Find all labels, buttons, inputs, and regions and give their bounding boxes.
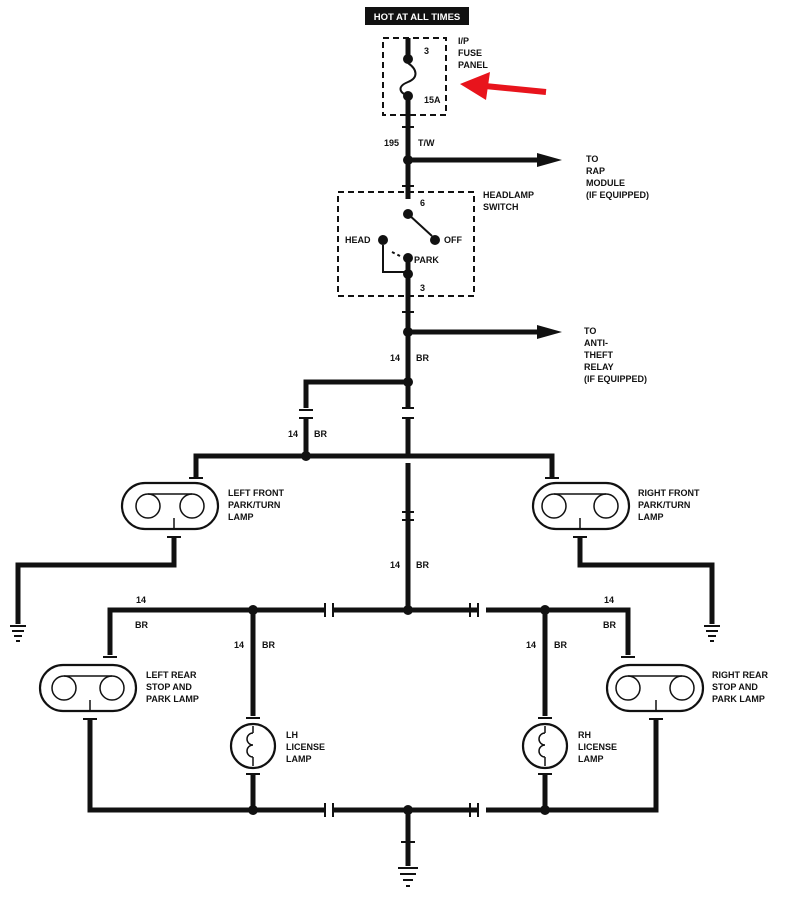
rh-feed-gauge: 14	[526, 640, 536, 650]
rh-license-lamp-body	[521, 722, 569, 770]
fuse-terminal-top	[403, 54, 413, 64]
ground-icon	[10, 625, 26, 642]
switch-label-1: HEADLAMP	[483, 190, 534, 200]
rap-label-2: RAP	[586, 166, 605, 176]
right-front-label-3: LAMP	[638, 512, 664, 522]
right-front-label-2: PARK/TURN	[638, 500, 690, 510]
left-rear-label-3: PARK LAMP	[146, 694, 199, 704]
switch-label-2: SWITCH	[483, 202, 519, 212]
rear-right-gauge: 14	[604, 595, 614, 605]
ground-bus-left	[87, 719, 325, 813]
switch-off-label: OFF	[444, 235, 462, 245]
rap-label-3: MODULE	[586, 178, 625, 188]
rh-ground-splice	[540, 805, 550, 815]
antitheft-label-2: ANTI-	[584, 338, 608, 348]
fuse-rating-label: 15A	[424, 95, 441, 105]
antitheft-label-4: RELAY	[584, 362, 614, 372]
ground-bus-right	[486, 719, 659, 813]
right-front-lamp-body	[531, 481, 631, 531]
left-front-ground-wire	[15, 537, 177, 624]
right-front-label-1: RIGHT FRONT	[638, 488, 700, 498]
switch-terminal-off	[430, 235, 440, 245]
left-front-label-1: LEFT FRONT	[228, 488, 284, 498]
right-rear-lamp: RIGHT REAR STOP AND PARK LAMP	[605, 663, 769, 713]
red-pointer-arrow	[460, 72, 547, 100]
switch-blade	[407, 213, 433, 237]
right-rear-label-3: PARK LAMP	[712, 694, 765, 704]
lh-ground-splice	[248, 805, 258, 815]
front-branch-wire	[303, 379, 408, 408]
left-rear-lamp-body	[38, 663, 138, 713]
switch-pin-3: 3	[420, 283, 425, 293]
antitheft-arrow	[537, 325, 562, 339]
lh-feed-color: BR	[262, 640, 275, 650]
lh-license-label-3: LAMP	[286, 754, 312, 764]
fuse-element	[399, 62, 417, 97]
rear-left-color: BR	[135, 620, 148, 630]
ground-icon	[398, 867, 418, 887]
trunk-gauge-2: 14	[390, 560, 400, 570]
trunk-color-2: BR	[416, 560, 429, 570]
switch-park-label: PARK	[414, 255, 439, 265]
switch-head-label: HEAD	[345, 235, 371, 245]
front-lamp-bus	[193, 453, 555, 478]
lh-license-label-1: LH	[286, 730, 298, 740]
lh-license-lamp: LH LICENSE LAMP	[229, 722, 325, 770]
rh-license-label-1: RH	[578, 730, 591, 740]
lh-license-label-2: LICENSE	[286, 742, 325, 752]
left-rear-lamp: LEFT REAR STOP AND PARK LAMP	[38, 663, 199, 713]
rear-right-color: BR	[603, 620, 616, 630]
right-rear-lamp-body	[605, 663, 705, 713]
feed-wire-color: T/W	[418, 138, 435, 148]
hot-at-all-times-label: HOT AT ALL TIMES	[374, 12, 461, 23]
left-front-label-3: LAMP	[228, 512, 254, 522]
left-rear-label-2: STOP AND	[146, 682, 192, 692]
right-front-ground-wire	[577, 537, 715, 624]
fuse-panel-label-3: PANEL	[458, 60, 488, 70]
fuse-panel-label-1: I/P	[458, 36, 469, 46]
antitheft-label-3: THEFT	[584, 350, 613, 360]
rap-label-4: (IF EQUIPPED)	[586, 190, 649, 200]
rh-license-lamp: RH LICENSE LAMP	[521, 722, 617, 770]
rh-license-label-2: LICENSE	[578, 742, 617, 752]
lh-license-lamp-body	[229, 722, 277, 770]
front-branch-gauge: 14	[288, 429, 298, 439]
left-front-lamp: LEFT FRONT PARK/TURN LAMP	[120, 481, 284, 531]
trunk-gauge-1: 14	[390, 353, 400, 363]
switch-terminal-head	[378, 235, 388, 245]
feed-wire-gauge: 195	[384, 138, 399, 148]
hot-at-all-times-box	[365, 7, 469, 25]
rap-label-1: TO	[586, 154, 598, 164]
rear-bus-left	[107, 607, 325, 655]
front-branch-color: BR	[314, 429, 327, 439]
trunk-color-1: BR	[416, 353, 429, 363]
rh-feed-color: BR	[554, 640, 567, 650]
headlamp-switch: 6 3 HEAD OFF PARK HEADLAMP SWITCH	[337, 190, 534, 297]
lh-feed-gauge: 14	[234, 640, 244, 650]
rear-left-gauge: 14	[136, 595, 146, 605]
rear-bus-right	[486, 607, 631, 655]
left-rear-label-1: LEFT REAR	[146, 670, 197, 680]
fuse-panel-outline	[382, 37, 447, 116]
fuse-panel: 3 15A I/P FUSE PANEL	[382, 36, 488, 116]
right-front-lamp: RIGHT FRONT PARK/TURN LAMP	[531, 481, 700, 531]
right-rear-label-1: RIGHT REAR	[712, 670, 769, 680]
antitheft-label-1: TO	[584, 326, 596, 336]
switch-pin-6: 6	[420, 198, 425, 208]
fuse-pin-label: 3	[424, 46, 429, 56]
fuse-panel-label-2: FUSE	[458, 48, 482, 58]
left-front-label-2: PARK/TURN	[228, 500, 280, 510]
rap-arrow	[537, 153, 562, 167]
ground-icon	[704, 625, 720, 642]
antitheft-label-5: (IF EQUIPPED)	[584, 374, 647, 384]
right-rear-label-2: STOP AND	[712, 682, 758, 692]
rh-license-label-3: LAMP	[578, 754, 604, 764]
